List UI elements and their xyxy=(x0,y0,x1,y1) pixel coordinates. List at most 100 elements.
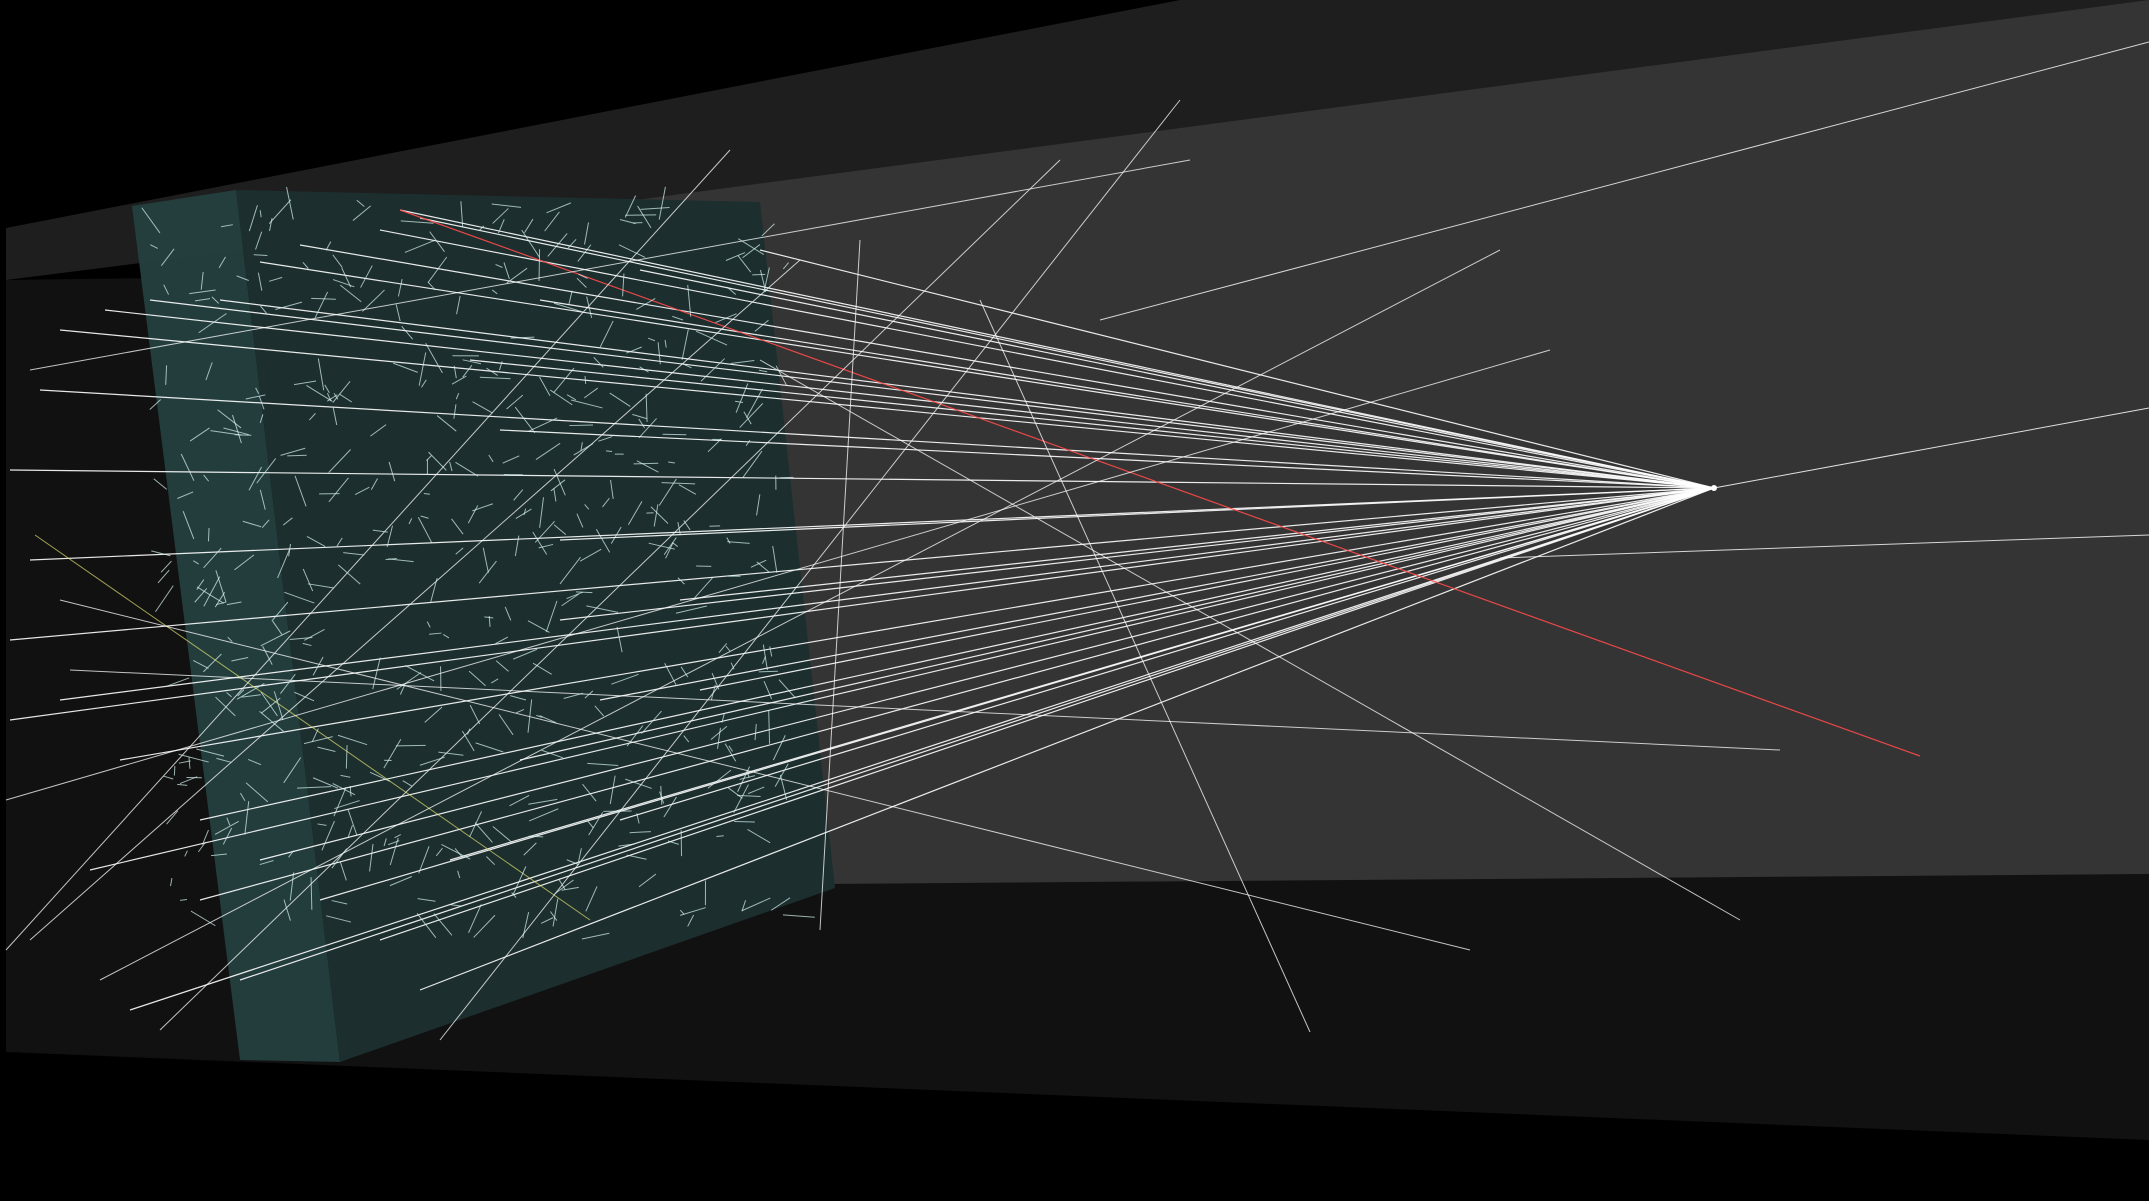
shower-hit xyxy=(310,877,313,910)
shower-hit xyxy=(311,728,319,743)
shower-hit xyxy=(594,705,605,717)
shower-hit xyxy=(772,545,778,573)
shower-hit xyxy=(331,900,348,905)
shower-hit xyxy=(571,399,603,409)
shower-hit xyxy=(679,909,685,915)
shower-hit xyxy=(579,548,602,562)
shower-hit xyxy=(189,427,210,442)
primary-track xyxy=(399,209,1715,489)
shower-hit xyxy=(488,615,491,627)
shower-hit xyxy=(626,725,644,747)
primary-track xyxy=(679,487,1715,601)
shower-hit xyxy=(553,302,583,313)
shower-hit xyxy=(741,900,747,912)
shower-hit xyxy=(742,450,763,478)
shower-hit xyxy=(770,897,791,911)
shower-hit xyxy=(683,520,691,531)
shower-hit xyxy=(182,511,195,540)
shower-hit xyxy=(541,749,564,759)
shower-hit xyxy=(609,392,631,407)
shower-hit xyxy=(327,394,338,402)
shower-hit xyxy=(194,298,211,302)
shower-hit xyxy=(568,290,573,305)
shower-hit xyxy=(663,796,677,818)
shower-hit xyxy=(456,295,461,315)
primary-track xyxy=(639,269,1715,489)
shower-hit xyxy=(553,524,567,535)
shower-hit xyxy=(638,418,657,439)
shower-hit xyxy=(587,820,594,829)
shower-hit xyxy=(707,769,732,789)
shower-hit xyxy=(711,672,720,690)
shower-hit xyxy=(611,673,639,685)
shower-hit xyxy=(317,823,327,826)
shower-hit xyxy=(734,820,755,823)
shower-hit xyxy=(650,506,669,524)
shower-hit xyxy=(479,376,511,380)
shower-hit xyxy=(677,577,685,585)
interaction-vertex-marker[interactable] xyxy=(1711,485,1717,491)
shower-hit xyxy=(165,365,168,385)
primary-track xyxy=(619,487,1715,821)
shower-hit xyxy=(289,637,313,640)
shower-hit xyxy=(420,379,427,388)
electron-track xyxy=(399,209,1921,757)
shower-hit xyxy=(528,798,558,805)
shower-hit xyxy=(782,914,815,918)
shower-hit xyxy=(584,504,590,510)
shower-hit xyxy=(717,727,721,749)
shower-hit xyxy=(163,284,170,295)
shower-hit xyxy=(450,904,463,907)
shower-hit xyxy=(462,365,473,378)
primary-track xyxy=(419,487,1715,991)
primary-track xyxy=(699,487,1715,691)
shower-hit xyxy=(478,225,485,232)
shower-hit xyxy=(429,231,445,253)
shower-hit xyxy=(157,569,170,584)
shower-hit xyxy=(575,591,593,594)
shower-hit xyxy=(727,787,743,799)
shower-hit xyxy=(549,911,558,921)
shower-hit xyxy=(748,786,765,795)
shower-hit xyxy=(192,659,209,669)
shower-hit xyxy=(636,813,640,824)
primary-track xyxy=(469,359,1715,489)
primary-track xyxy=(539,299,1715,489)
shower-hit xyxy=(460,201,464,228)
shower-hit xyxy=(210,430,242,436)
shower-hit xyxy=(468,670,486,687)
shower-hit xyxy=(584,375,587,384)
shower-hit xyxy=(165,677,190,688)
shower-hit xyxy=(418,352,427,386)
shower-hit xyxy=(455,392,460,400)
shower-hit xyxy=(302,642,312,647)
shower-hit xyxy=(566,859,580,866)
shower-hit xyxy=(558,879,566,890)
primary-track xyxy=(559,487,1715,541)
shower-hit xyxy=(215,570,227,603)
primary-track xyxy=(9,487,1715,721)
shower-hit xyxy=(423,492,430,495)
shower-hit xyxy=(369,771,390,782)
shower-hit xyxy=(334,800,360,810)
shower-hit xyxy=(660,785,663,805)
shower-hit xyxy=(221,224,233,228)
shower-hit xyxy=(768,710,771,744)
primary-track xyxy=(259,487,1715,861)
shower-hit xyxy=(283,757,302,784)
shower-hit xyxy=(197,841,207,853)
shower-hit xyxy=(347,808,358,836)
shower-hit xyxy=(559,556,581,585)
shower-hit xyxy=(253,254,268,257)
shower-hit xyxy=(653,504,659,527)
shower-hit xyxy=(288,543,292,557)
shower-hit xyxy=(583,387,599,399)
shower-hit xyxy=(661,482,696,485)
shower-hit xyxy=(331,848,348,869)
shower-hit xyxy=(388,558,414,563)
shower-hit xyxy=(163,775,174,780)
shower-hit xyxy=(527,620,550,633)
shower-hit xyxy=(200,271,204,290)
